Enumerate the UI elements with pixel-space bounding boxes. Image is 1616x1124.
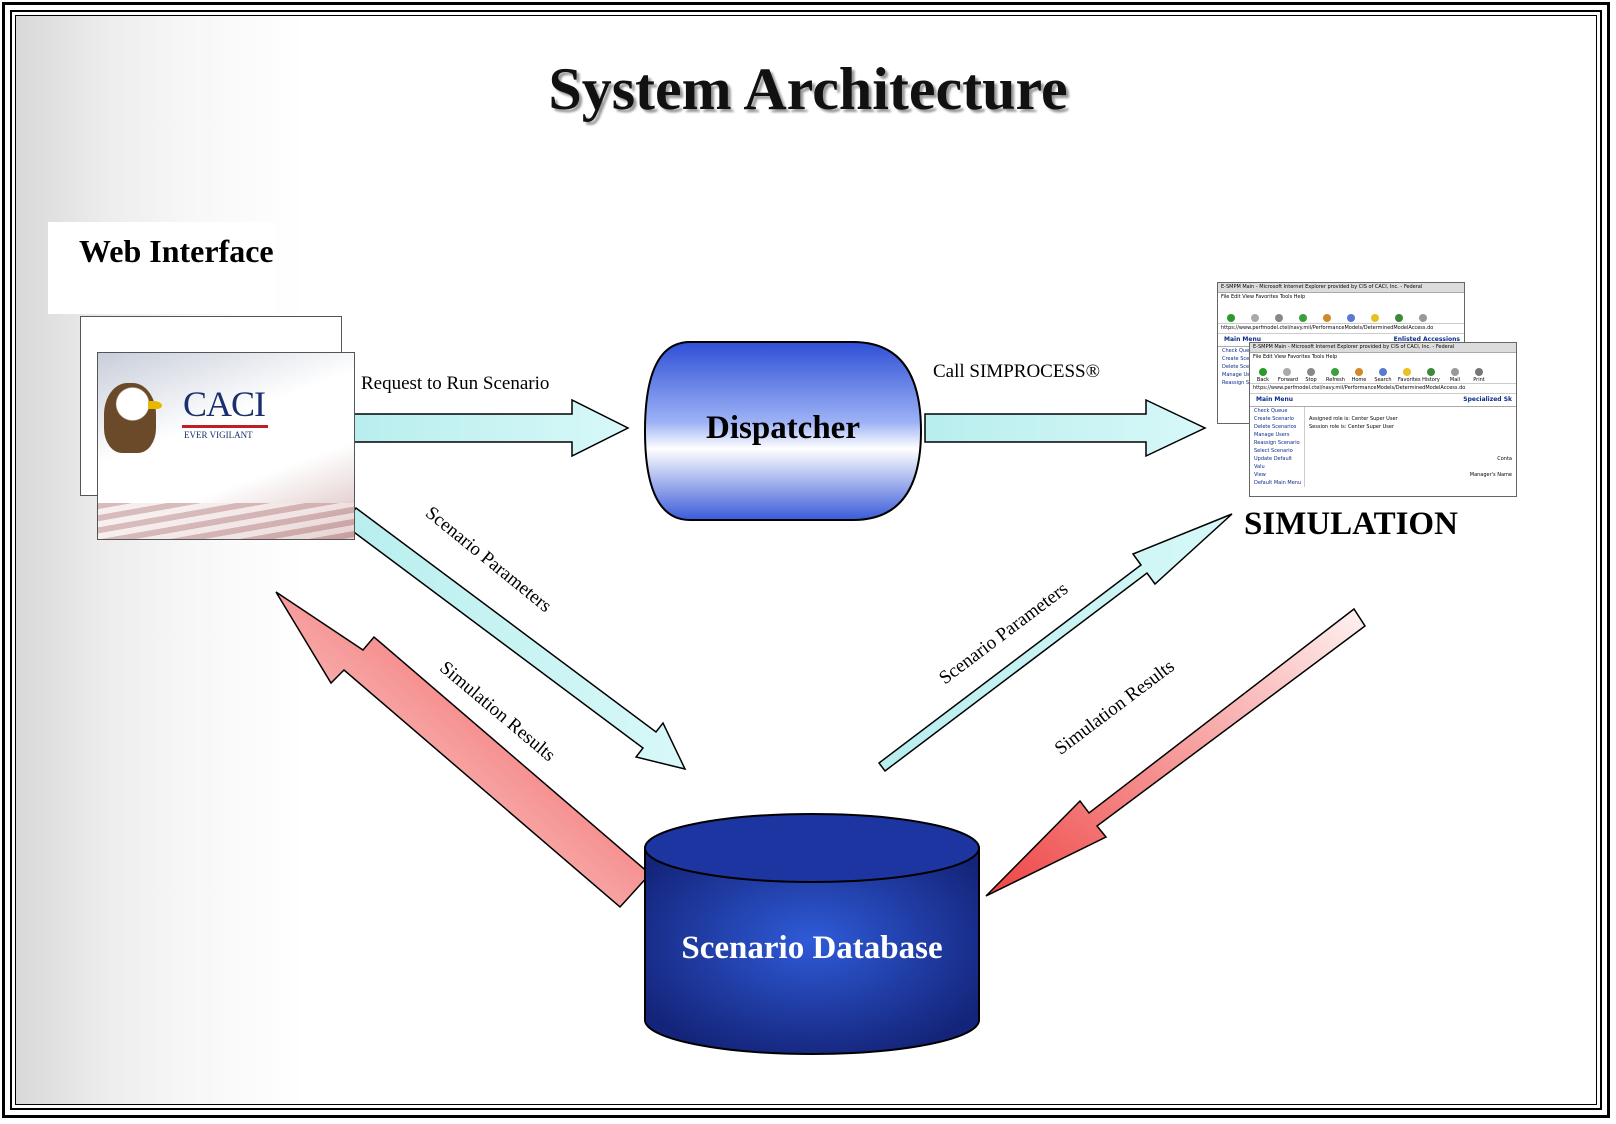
favorites-icon xyxy=(1366,314,1384,323)
browser-title-bar: E-SMPM Main - Microsoft Internet Explore… xyxy=(1250,343,1516,353)
menu-item: Update Default Valu xyxy=(1254,456,1292,470)
back-icon: Back xyxy=(1254,368,1272,383)
browser-body: Check Queue Create Scenario Delete Scena… xyxy=(1250,407,1516,487)
params-left-arrow xyxy=(341,506,687,771)
results-right-arrow xyxy=(985,607,1367,897)
results-left-arrow xyxy=(275,591,652,909)
browser-address: https://www.perfmodel.ctel/navy.mil/Perf… xyxy=(1218,324,1464,334)
browser-menu-bar: File Edit View Favorites Tools Help xyxy=(1221,294,1306,300)
web-interface-label-bg xyxy=(48,222,276,314)
caci-tagline: EVER VIGILANT xyxy=(184,430,253,440)
browser-main: Assigned role is: Center Super User Sess… xyxy=(1305,407,1516,487)
dispatcher-label: Dispatcher xyxy=(706,410,860,446)
stop-icon: Stop xyxy=(1302,368,1320,383)
history-icon xyxy=(1390,314,1408,323)
menu-heading: Main Menu xyxy=(1224,336,1262,343)
call-arrow-label: Call SIMPROCESS® xyxy=(933,361,1101,382)
web-interface-label: Web Interface xyxy=(79,233,274,269)
search-icon xyxy=(1342,314,1360,323)
manager-name-label: Manager's Name xyxy=(1469,472,1512,478)
favorites-icon: Favorites xyxy=(1398,368,1421,383)
role-line: Assigned role is: Center Super User xyxy=(1309,416,1398,422)
role-line: Session role is: Center Super User xyxy=(1309,424,1395,430)
inner-frame-line xyxy=(15,15,1597,1105)
menu-item: Delete Scenario xyxy=(1222,364,1262,370)
menu-item: Reassign Scenario xyxy=(1254,440,1300,446)
menu-item: Check Queue xyxy=(1254,408,1288,414)
page-heading: Enlisted Accessions xyxy=(1393,336,1460,343)
dispatcher-shape xyxy=(643,341,923,521)
history-icon: History xyxy=(1422,368,1440,383)
menu-item: Create Scenario xyxy=(1222,356,1262,362)
caci-logo: CACI xyxy=(183,384,266,424)
browser-address: https://www.perfmodel.ctel/navy.mil/Perf… xyxy=(1250,384,1516,394)
forward-icon xyxy=(1246,314,1264,323)
menu-item: Delete Scenarios xyxy=(1254,424,1297,430)
mail-icon: Mail xyxy=(1446,368,1464,383)
home-icon: Home xyxy=(1350,368,1368,383)
database-label: Scenario Database xyxy=(681,930,943,966)
search-icon: Search xyxy=(1374,368,1392,383)
back-icon xyxy=(1222,314,1240,323)
menu-item: View xyxy=(1254,472,1266,478)
browser-toolbar: Back Forward Stop Refresh Home Search Fa… xyxy=(1250,361,1516,384)
request-arrow-label: Request to Run Scenario xyxy=(361,373,550,394)
logo-underline xyxy=(182,425,268,428)
menu-item: Default Main Menu xyxy=(1254,480,1302,486)
simulation-label: SIMULATION xyxy=(1244,506,1458,542)
browser-menu-bar: File Edit View Favorites Tools Help xyxy=(1253,354,1338,360)
menu-item: Manage Users xyxy=(1222,372,1258,378)
forward-icon: Forward xyxy=(1278,368,1298,383)
browser-header: Main Menu Specialized Sk xyxy=(1250,394,1516,407)
params-right-arrow xyxy=(877,513,1233,773)
request-arrow xyxy=(349,398,630,458)
menu-heading: Main Menu xyxy=(1256,396,1294,403)
stop-icon xyxy=(1270,314,1288,323)
menu-item: Check Queue xyxy=(1222,348,1256,354)
eagle-icon xyxy=(104,383,162,453)
call-simprocess-arrow xyxy=(924,398,1207,458)
background-shade xyxy=(16,16,306,1104)
refresh-icon xyxy=(1294,314,1312,323)
contact-label: Conta xyxy=(1497,456,1512,462)
mail-icon xyxy=(1414,314,1432,323)
menu-item: Create Scenario xyxy=(1254,416,1294,422)
page-heading: Specialized Sk xyxy=(1463,396,1512,403)
menu-item: Select Scenario xyxy=(1254,448,1293,454)
web-interface-screenshot: CACI EVER VIGILANT xyxy=(97,352,355,540)
page-title: System Architecture xyxy=(548,56,1068,122)
browser-toolbar xyxy=(1218,301,1464,324)
simulation-screenshot-front: E-SMPM Main - Microsoft Internet Explore… xyxy=(1249,342,1517,497)
menu-item: Manage Users xyxy=(1254,432,1290,438)
database-cylinder xyxy=(644,848,980,1055)
inner-frame xyxy=(10,10,1602,1110)
print-icon: Print xyxy=(1470,368,1488,383)
home-icon xyxy=(1318,314,1336,323)
browser-side-menu: Check Queue Create Scenario Delete Scena… xyxy=(1250,407,1305,487)
refresh-icon: Refresh xyxy=(1326,368,1345,383)
menu-item: Reassign Scenario xyxy=(1222,380,1268,386)
flag-stripes xyxy=(98,503,354,539)
database-top xyxy=(644,813,980,883)
browser-title-bar: E-SMPM Main - Microsoft Internet Explore… xyxy=(1218,283,1464,293)
